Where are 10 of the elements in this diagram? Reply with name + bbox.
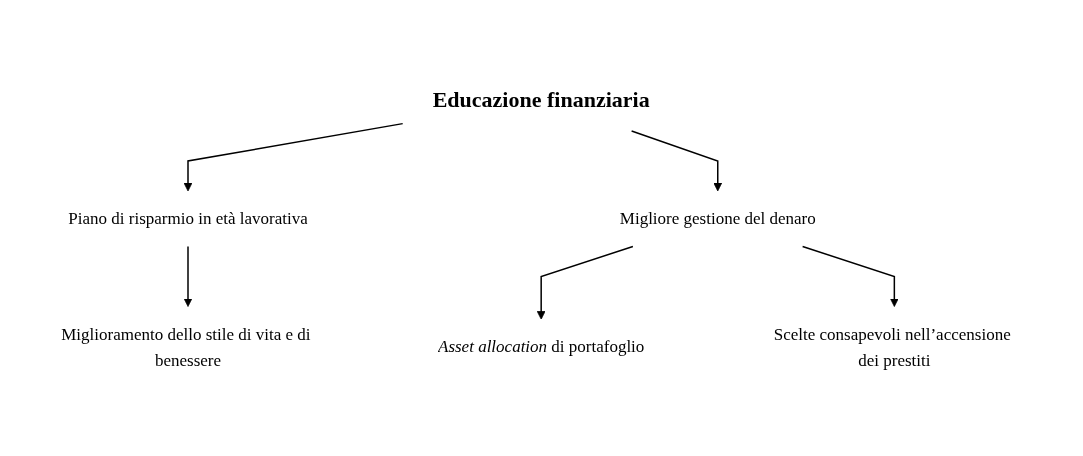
node-text: Migliore gestione del denaro (620, 209, 817, 229)
arrow (183, 246, 193, 308)
arrow (802, 246, 900, 308)
arrow (183, 123, 404, 192)
node-text: Miglioramento dello stile di vita e di benessere (61, 324, 311, 370)
node-text: Scelte consapevoli nell’accensione dei prestiti (774, 324, 1012, 370)
arrow (537, 246, 634, 320)
node-text: Piano di risparmio in età lavorativa (68, 209, 309, 229)
arrow (631, 130, 723, 192)
node-text: Educazione finanziaria (433, 87, 650, 113)
